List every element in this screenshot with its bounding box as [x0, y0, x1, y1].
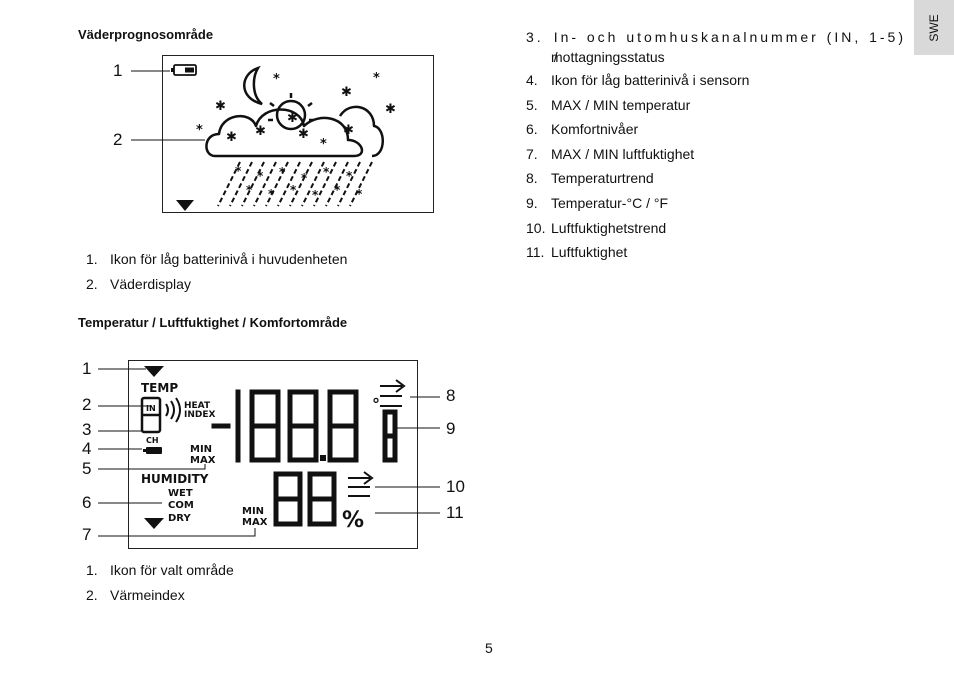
svg-text:*: *	[373, 71, 380, 86]
svg-text:*: *	[346, 169, 353, 183]
language-tab: SWE	[914, 0, 954, 55]
wet-label: WET	[168, 488, 193, 499]
svg-text:*: *	[312, 188, 319, 202]
callout-10: 10	[446, 477, 465, 496]
degree-symbol: °	[372, 395, 380, 414]
sun-icon	[268, 93, 314, 131]
svg-text:*: *	[320, 137, 327, 152]
svg-text:✱: ✱	[215, 99, 226, 114]
callout-1: 1	[113, 61, 123, 80]
dry-label: DRY	[168, 513, 191, 524]
list-item: 1.Ikon för valt område	[86, 562, 234, 578]
list-item: 8.Temperaturtrend	[526, 170, 654, 187]
down-triangle-icon	[176, 200, 194, 211]
cloud-icon	[205, 105, 384, 158]
svg-text:✱: ✱	[287, 111, 298, 126]
sensor-battery-icon	[143, 447, 162, 454]
svg-text:*: *	[290, 183, 297, 197]
svg-text:*: *	[323, 165, 330, 179]
svg-text:✱: ✱	[385, 102, 396, 117]
humidity-trend-icon	[348, 471, 374, 497]
callout-3: 3	[82, 420, 92, 439]
svg-text:✱: ✱	[298, 127, 309, 142]
svg-text:*: *	[273, 72, 280, 87]
heat-label: HEAT	[184, 401, 211, 411]
svg-text:*: *	[279, 165, 286, 179]
min2-label: MIN	[242, 506, 264, 517]
svg-text:*: *	[246, 183, 253, 197]
max2-label: MAX	[242, 517, 268, 528]
list-item: 5.MAX / MIN temperatur	[526, 96, 691, 113]
svg-text:*: *	[257, 169, 264, 183]
svg-text:✱: ✱	[255, 124, 266, 139]
temperature-legend-list: 1.Ikon för valt område 2.Värmeindex	[86, 560, 234, 609]
list-item: 6.Komfortnivåer	[526, 121, 639, 138]
rain-icon	[217, 161, 373, 207]
callout-9: 9	[446, 419, 456, 438]
svg-text:*: *	[301, 171, 308, 185]
temperature-trend-icon	[380, 379, 406, 407]
percent-symbol: %	[342, 508, 364, 533]
svg-text:*: *	[356, 187, 363, 201]
humidity-digits	[273, 471, 337, 527]
callout-2: 2	[82, 395, 92, 414]
temp-label: TEMP	[141, 381, 178, 395]
list-item: 10.Luftfuktighetstrend	[526, 219, 667, 236]
callout-7: 7	[82, 525, 92, 544]
weather-display-illustration	[162, 55, 434, 213]
max-label: MAX	[190, 455, 216, 466]
selected-area-triangle-icon	[144, 366, 164, 377]
in-label: IN	[146, 404, 156, 413]
weather-section-heading: Väderprognosområde	[78, 27, 214, 42]
humidity-label: HUMIDITY	[141, 472, 209, 486]
page-number: 5	[485, 640, 493, 656]
temperature-digits	[211, 389, 398, 463]
snow-icons: * * * * * * * * * * * *	[235, 164, 363, 202]
temperature-section-heading: Temperatur / Luftfuktighet / Komfortområ…	[78, 315, 348, 330]
svg-text:✱: ✱	[343, 123, 354, 138]
svg-text:✱: ✱	[226, 130, 237, 145]
min-label: MIN	[190, 444, 212, 455]
callout-6: 6	[82, 493, 92, 512]
index-label: INDEX	[184, 410, 215, 420]
star-icons: * ✱ * ✱ ✱ ✱ ✱ * ✱ * ✱ ✱	[196, 71, 396, 152]
signal-icon	[165, 397, 181, 423]
svg-text:*: *	[334, 183, 341, 197]
low-battery-icon	[171, 64, 197, 76]
callout-5: 5	[82, 459, 92, 478]
callout-1: 1	[82, 359, 92, 378]
list-item: 7.MAX / MIN luftfuktighet	[526, 145, 695, 162]
right-legend-list: 4.Ikon för låg batterinivå i sensorn 5.M…	[526, 70, 749, 267]
callout-4: 4	[82, 439, 92, 458]
com-label: COM	[168, 500, 194, 511]
ch-label: CH	[146, 436, 159, 445]
right-list-item-3: 3. In- och utomhuskanalnummer (IN, 1-5) …	[526, 29, 906, 65]
list-item: 9.Temperatur-°C / °F	[526, 194, 668, 211]
list-item: 1.Ikon för låg batterinivå i huvudenhete…	[86, 251, 348, 267]
list-item: 11.Luftfuktighet	[526, 244, 628, 261]
down-triangle-icon	[144, 518, 164, 529]
moon-icon	[243, 65, 263, 106]
callout-8: 8	[446, 386, 456, 405]
list-item: 4.Ikon för låg batterinivå i sensorn	[526, 72, 750, 88]
svg-text:*: *	[235, 164, 242, 178]
list-item: 2.Värmeindex	[86, 586, 185, 603]
svg-text:*: *	[196, 123, 203, 138]
list-item: 2.Väderdisplay	[86, 275, 191, 292]
svg-text:*: *	[268, 187, 275, 201]
callout-2: 2	[113, 130, 123, 149]
weather-legend-list: 1.Ikon för låg batterinivå i huvudenhete…	[86, 249, 347, 298]
callout-11: 11	[446, 503, 464, 522]
svg-text:✱: ✱	[341, 85, 352, 100]
